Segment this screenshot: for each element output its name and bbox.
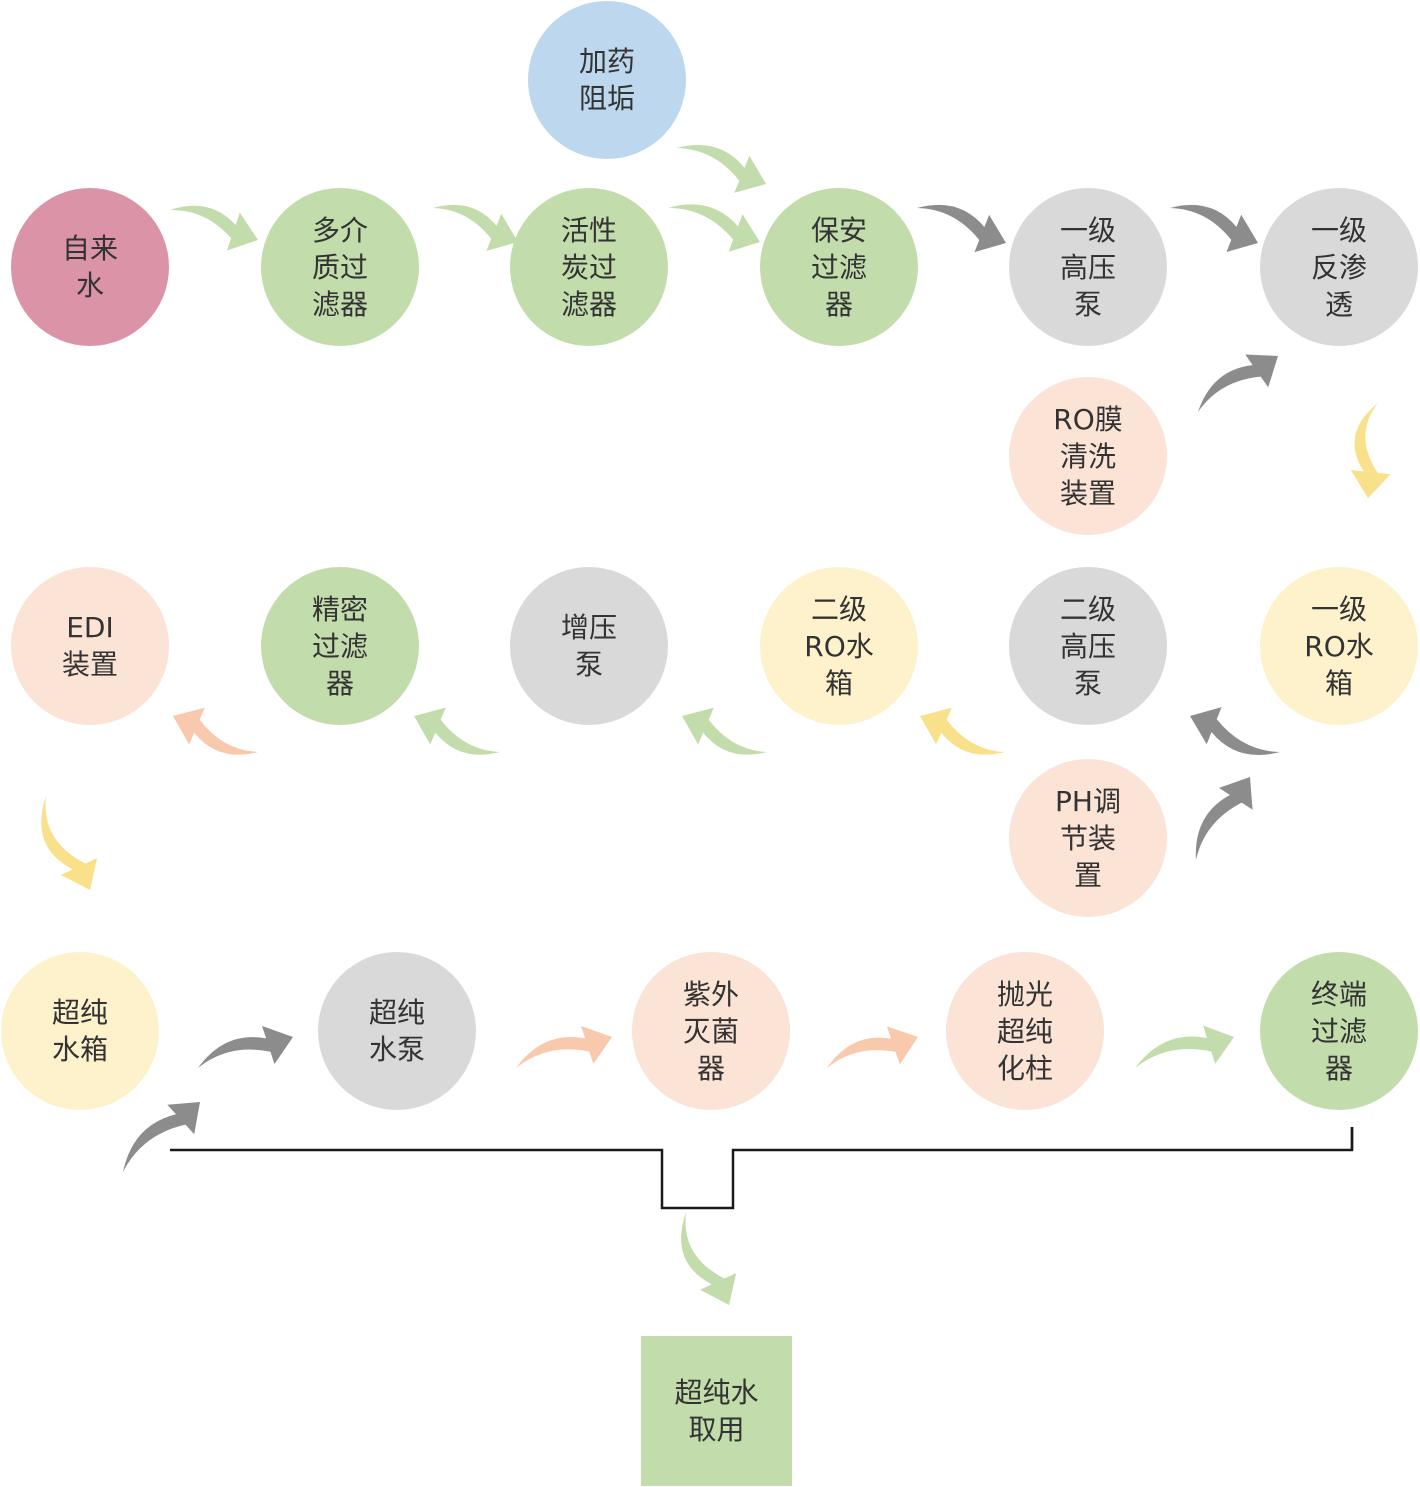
node-precision-filter: 精密 过滤 器 — [261, 567, 419, 725]
node-ro-cleaning-label: RO膜 清洗 装置 — [1053, 402, 1123, 510]
node-security-filter-label: 保安 过滤 器 — [810, 213, 867, 321]
node-tap-water-label: 自来 水 — [61, 232, 118, 302]
node-ro-tank-1-label: 一级 RO水 箱 — [1304, 592, 1374, 700]
node-ph-adjust: PH调 节装 置 — [1009, 759, 1167, 917]
arrow-hp1-to-ro1 — [1170, 204, 1258, 252]
node-precision-filter-label: 精密 过滤 器 — [311, 592, 368, 700]
node-output-label: 超纯水 取用 — [674, 1376, 759, 1446]
node-carbon-filter: 活性 炭过 滤器 — [510, 188, 668, 346]
node-ro-1: 一级 反渗 透 — [1260, 188, 1418, 346]
node-hp-pump-2: 二级 高压 泵 — [1009, 567, 1167, 725]
arrow-uptank-to-uppump — [198, 1026, 293, 1068]
node-carbon-filter-label: 活性 炭过 滤器 — [560, 213, 617, 321]
arrow-dosing-to-security — [677, 145, 766, 193]
node-multimedia-filter: 多介 质过 滤器 — [261, 188, 419, 346]
node-output: 超纯水 取用 — [641, 1336, 792, 1486]
node-security-filter: 保安 过滤 器 — [760, 188, 918, 346]
node-up-tank-label: 超纯 水箱 — [51, 996, 108, 1066]
arrow-loop-to-output — [681, 1212, 737, 1305]
arrow-polishing-to-terminal — [1135, 1025, 1234, 1068]
arrow-ro1-to-tank1 — [1350, 403, 1391, 498]
node-dosing-label: 加药 阻垢 — [578, 45, 635, 115]
node-ph-adjust-label: PH调 节装 置 — [1055, 784, 1121, 892]
arrow-tap-to-multimedia — [170, 205, 258, 251]
arrow-ph-to-tank1 — [1195, 777, 1253, 860]
arrow-security-to-hp1 — [917, 204, 1006, 253]
node-polishing-column-label: 抛光 超纯 化柱 — [996, 977, 1053, 1085]
arrow-hp2-to-tank2 — [920, 707, 1005, 755]
arrow-carbon-to-security — [668, 204, 760, 252]
node-ro-tank-2: 二级 RO水 箱 — [760, 567, 918, 725]
arrow-multimedia-to-carbon — [433, 204, 518, 251]
node-booster-pump: 增压 泵 — [510, 567, 668, 725]
node-hp-pump-1: 一级 高压 泵 — [1009, 188, 1167, 346]
arrow-tank1-to-hp2 — [1190, 707, 1280, 756]
node-terminal-filter: 终端 过滤 器 — [1260, 952, 1418, 1110]
node-tap-water: 自来 水 — [11, 188, 169, 346]
node-uv-sterilizer-label: 紫外 灭菌 器 — [682, 977, 739, 1085]
node-terminal-filter-label: 终端 过滤 器 — [1310, 977, 1367, 1085]
node-edi: EDI 装置 — [11, 567, 169, 725]
node-dosing: 加药 阻垢 — [528, 1, 686, 159]
node-multimedia-filter-label: 多介 质过 滤器 — [311, 213, 368, 321]
node-booster-pump-label: 增压 泵 — [560, 611, 617, 681]
arrow-tank2-to-booster — [682, 707, 767, 755]
return-loop-line — [170, 1127, 1354, 1210]
arrow-edi-to-uptank — [41, 796, 98, 890]
arrow-booster-to-precision — [414, 707, 500, 755]
node-hp-pump-2-label: 二级 高压 泵 — [1059, 592, 1116, 700]
arrow-loop-to-uptank — [123, 1102, 200, 1172]
node-ro-cleaning: RO膜 清洗 装置 — [1009, 377, 1167, 535]
node-uv-sterilizer: 紫外 灭菌 器 — [632, 952, 790, 1110]
arrow-uv-to-polishing — [827, 1026, 918, 1068]
node-up-pump-label: 超纯 水泵 — [368, 996, 425, 1066]
node-ro-tank-2-label: 二级 RO水 箱 — [804, 592, 874, 700]
arrow-cleaning-to-ro1 — [1198, 354, 1278, 412]
node-up-pump: 超纯 水泵 — [318, 952, 476, 1110]
node-hp-pump-1-label: 一级 高压 泵 — [1059, 213, 1116, 321]
node-up-tank: 超纯 水箱 — [1, 952, 159, 1110]
node-polishing-column: 抛光 超纯 化柱 — [946, 952, 1104, 1110]
arrow-uppump-to-uv — [516, 1025, 612, 1068]
node-ro-tank-1: 一级 RO水 箱 — [1260, 567, 1418, 725]
node-edi-label: EDI 装置 — [61, 611, 118, 681]
arrow-precision-to-edi — [173, 707, 258, 755]
node-ro-1-label: 一级 反渗 透 — [1310, 213, 1367, 321]
